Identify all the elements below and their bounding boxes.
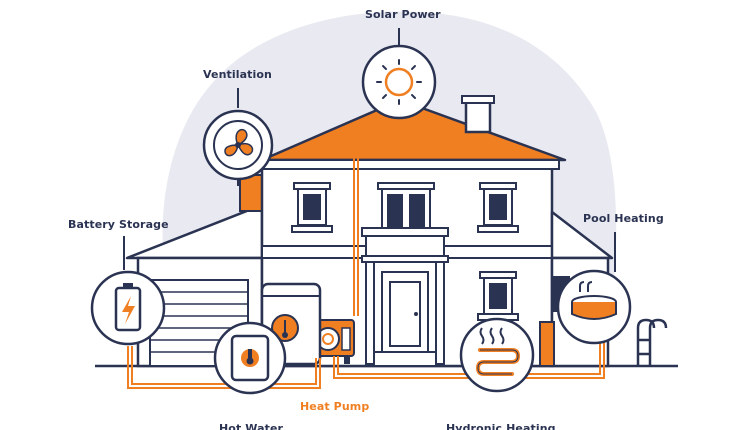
label-hot-water: Hot Water: [219, 422, 284, 430]
label-heat-pump: Heat Pump: [300, 400, 370, 413]
ventilation-node: [202, 109, 274, 181]
entrance: [361, 255, 449, 367]
battery-storage-node: [90, 270, 166, 346]
window-upper-left: [291, 182, 333, 233]
battery-icon: [114, 283, 142, 332]
window-upper-center: [377, 182, 435, 230]
chimney: [464, 98, 492, 134]
hydronic-heating-node: [459, 317, 535, 393]
balcony: [361, 227, 449, 257]
label-hydronic-heating: Hydronic Heating: [446, 422, 556, 430]
window-lower-right: [477, 271, 519, 321]
label-ventilation: Ventilation: [203, 68, 272, 81]
pool-icon: [571, 281, 617, 320]
heating-coil-icon: [475, 327, 521, 376]
pool-ladder: [636, 318, 668, 366]
label-solar-power: Solar Power: [365, 8, 441, 21]
hot-water-node: [213, 321, 287, 395]
label-pool-heating: Pool Heating: [583, 212, 664, 225]
solar-power-node: [361, 44, 437, 120]
window-upper-right: [477, 182, 519, 233]
fan-icon: [224, 128, 254, 157]
side-panel-left: [239, 174, 263, 212]
pool-heating-node: [556, 269, 632, 345]
connector-stems: [123, 28, 616, 272]
label-battery-storage: Battery Storage: [68, 218, 169, 231]
sun-icon: [384, 67, 414, 97]
